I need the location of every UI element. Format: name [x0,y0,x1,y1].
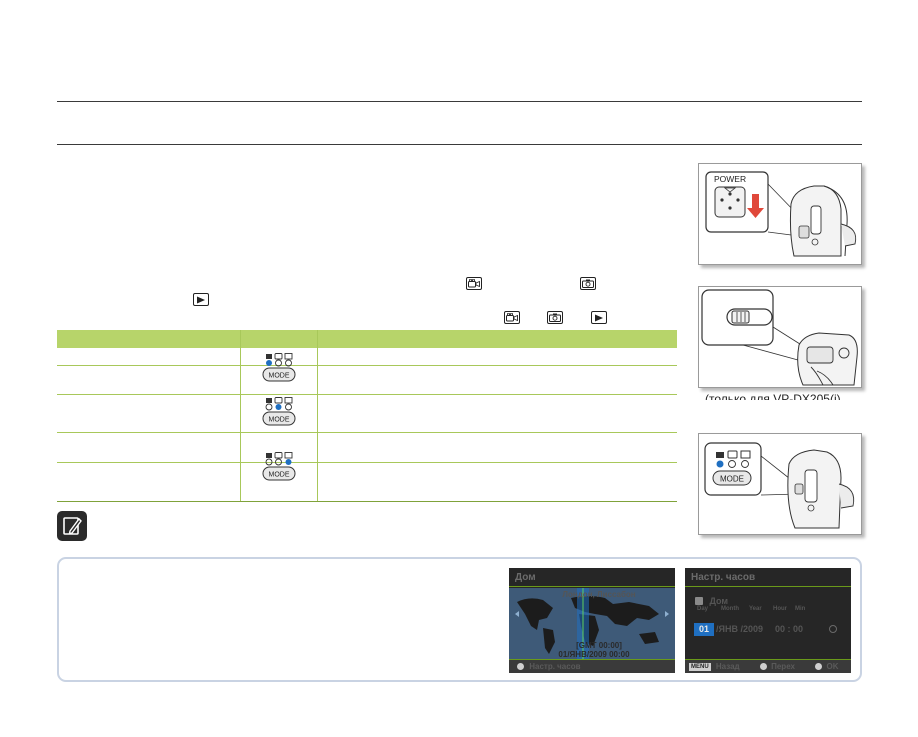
clock-col-day: Day [697,606,709,612]
clock-setup-title: Настр. часов [685,568,851,587]
mode-indicator-playback: MODE [262,452,296,481]
world-map-screen: Дом Лондон, Лиссабон [GMT 00:00] 01/ЯНВ/… [509,568,675,673]
world-map-gmt: [GMT 00:00] [576,641,622,650]
world-map-title: Дом [509,568,675,587]
video-mode-icon-2 [504,311,520,324]
photo-mode-icon-2 [547,311,563,324]
ok-label: OK [826,662,839,671]
clock-footer: MENU Назад Перех OK [685,659,851,673]
clock-col-min: Min [795,606,806,612]
home-icon [695,596,703,605]
playback-mode-icon-2 [591,311,607,324]
mode-indicator-video: MODE [262,353,296,382]
clock-subtitle-row: Дом [695,592,729,606]
clock-col-hour: Hour [773,606,787,612]
power-label: POWER [714,174,746,184]
mode-button-label: MODE [720,475,744,484]
mode-table-header [57,330,677,348]
mode-switch-caption: (только для VP-DX205(i) [705,392,841,400]
clock-col-year: Year [749,606,762,612]
move-icon [759,663,767,671]
clock-day-field[interactable]: 01 [694,623,714,636]
svg-text:MODE: MODE [269,373,290,380]
ok-icon [815,663,823,671]
photo-mode-icon [580,277,596,290]
joystick-icon [517,663,524,671]
header-rule-top [57,101,862,102]
menu-key[interactable]: MENU [689,662,711,671]
note-icon [57,511,87,541]
back-label: Назад [715,662,740,671]
clock-month-year[interactable]: /ЯНВ /2009 [716,624,763,634]
world-map-datetime: 01/ЯНВ/2009 00:00 [558,650,630,659]
mode-table: MODE MODE MODE [57,330,677,502]
clock-col-month: Month [721,606,739,612]
clock-setup-screen: Настр. часов Дом Day Month Year Hour Min… [685,568,851,673]
playback-mode-icon [193,293,209,306]
clock-subtitle: Дом [709,595,729,606]
world-map-footer: Настр. часов [509,659,675,673]
header-rule-bottom [57,144,862,145]
move-label: Перех [771,662,795,671]
video-mode-icon [466,277,482,290]
svg-text:MODE: MODE [269,472,290,479]
world-map-footer-label: Настр. часов [529,662,581,671]
power-switch-illustration: POWER [698,163,862,265]
mode-button-illustration: MODE [698,433,862,535]
world-map-city: Лондон, Лиссабон [562,590,636,599]
svg-text:MODE: MODE [269,417,290,424]
mode-indicator-photo: MODE [262,397,296,426]
mode-switch-illustration [698,286,862,388]
clock-time[interactable]: 00 : 00 [775,624,804,634]
clock-dst-icon [829,625,837,633]
